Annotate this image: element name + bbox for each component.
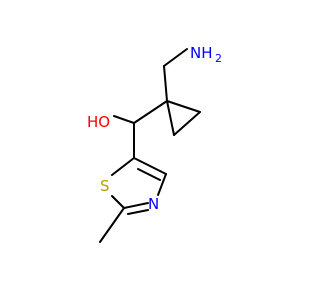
bond-n-c4 bbox=[157, 173, 167, 196]
hydroxyl-label: HO bbox=[87, 113, 110, 131]
bond-cyclopropane-c bbox=[166, 100, 175, 136]
molecule-structure: NH 2 HO S N bbox=[87, 44, 222, 243]
bond-c4-c5 bbox=[133, 157, 167, 175]
bond-c2-methyl bbox=[99, 207, 125, 243]
bond-quaternary-ch2 bbox=[163, 65, 168, 102]
bond-ch2-n bbox=[163, 48, 188, 67]
amine-h-count-label: 2 bbox=[215, 52, 222, 65]
atom-labels: NH 2 HO S N bbox=[87, 44, 222, 213]
bond-c5-s bbox=[111, 157, 135, 176]
ring-nitrogen-label: N bbox=[148, 195, 159, 213]
bond-cyclopropane-a bbox=[166, 100, 201, 113]
bond-carbinol-oh bbox=[113, 115, 135, 124]
bond-s-c2 bbox=[111, 195, 125, 209]
bond-cyclopropane-b bbox=[173, 111, 201, 136]
bond-c4-c5-double bbox=[137, 168, 161, 181]
bond-quaternary-carbinol bbox=[133, 100, 168, 124]
bond-c2-n-double bbox=[127, 209, 149, 215]
bond-c2-n bbox=[123, 202, 149, 209]
amine-label: NH bbox=[190, 44, 213, 62]
bonds bbox=[99, 48, 201, 243]
sulfur-label: S bbox=[100, 177, 110, 195]
